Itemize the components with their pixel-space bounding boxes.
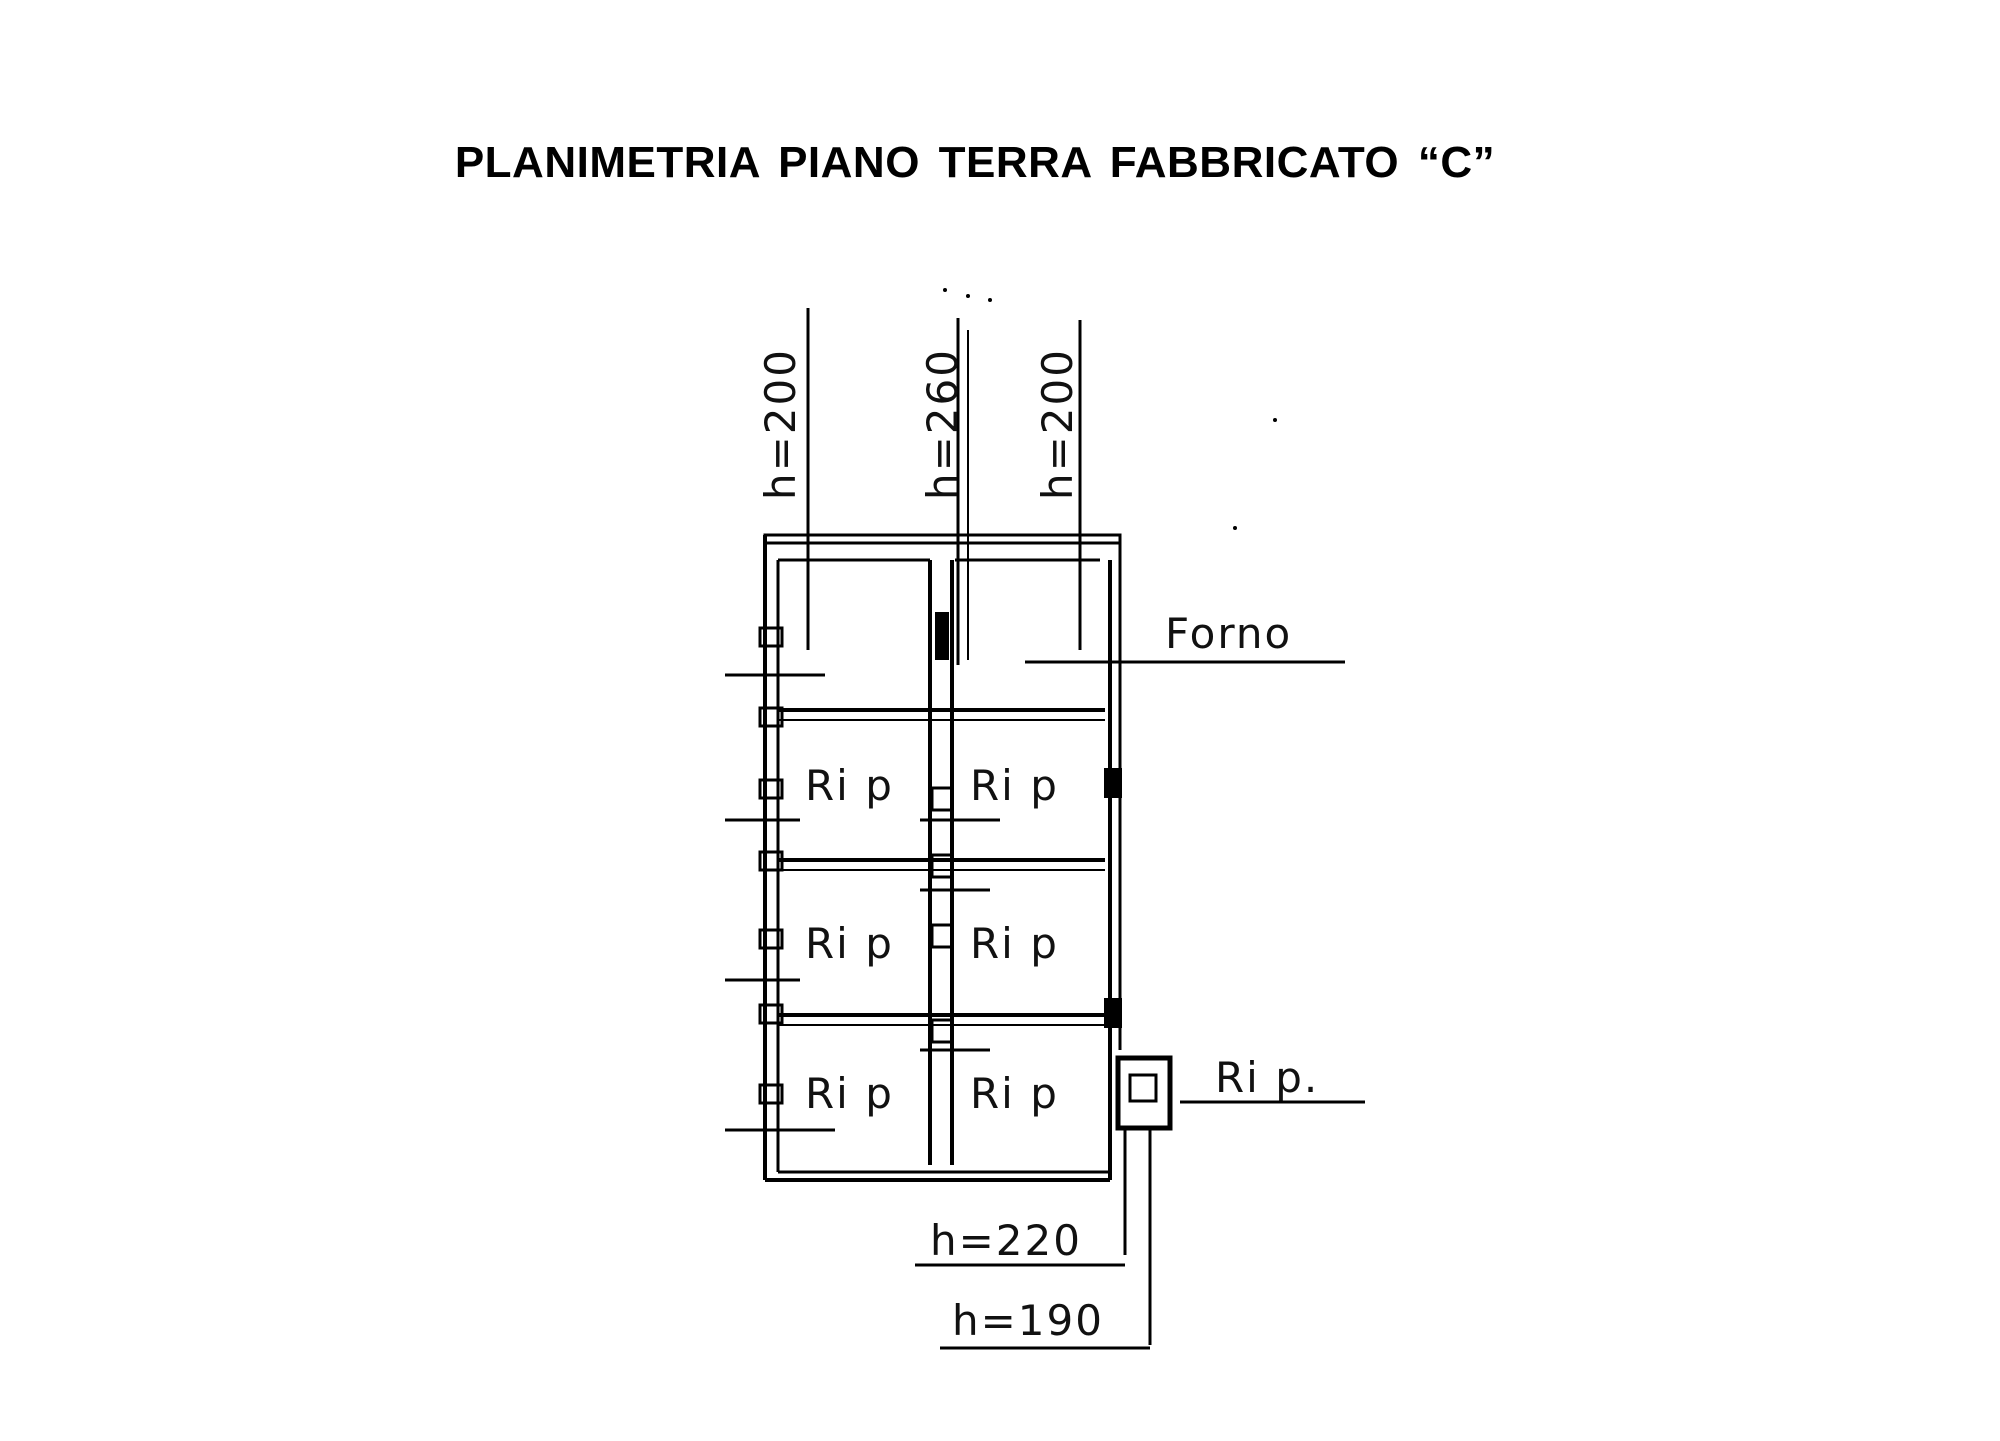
cell-partitions: [778, 708, 1105, 1026]
drawing-title: PLANIMETRIA PIANO TERRA FABBRICATO “C”: [454, 138, 1496, 187]
height-label-left: h=200: [756, 348, 805, 500]
height-label-220: h=220: [930, 1216, 1082, 1265]
window-marks-left: [725, 626, 835, 1132]
outside-storage-room: [1115, 1055, 1365, 1345]
height-label-middle: h=260: [918, 348, 967, 500]
stray-marks: [943, 288, 1277, 530]
room-label-rip: Ri p: [970, 761, 1059, 810]
height-label-190: h=190: [952, 1296, 1104, 1345]
window-marks-right: [1104, 768, 1122, 1028]
room-label-rip: Ri p: [970, 1069, 1059, 1118]
height-reference-lines: [806, 308, 1082, 665]
door-marks-middle: [920, 786, 1000, 1052]
room-label-forno: Forno: [1165, 609, 1292, 658]
room-label-rip: Ri p: [970, 919, 1059, 968]
room-label-rip: Ri p: [805, 761, 894, 810]
room-label-rip-outside: Ri p.: [1215, 1053, 1319, 1102]
height-label-right: h=200: [1033, 348, 1082, 500]
room-label-rip: Ri p: [805, 1069, 894, 1118]
room-label-rip: Ri p: [805, 919, 894, 968]
door-mark: [935, 612, 949, 660]
